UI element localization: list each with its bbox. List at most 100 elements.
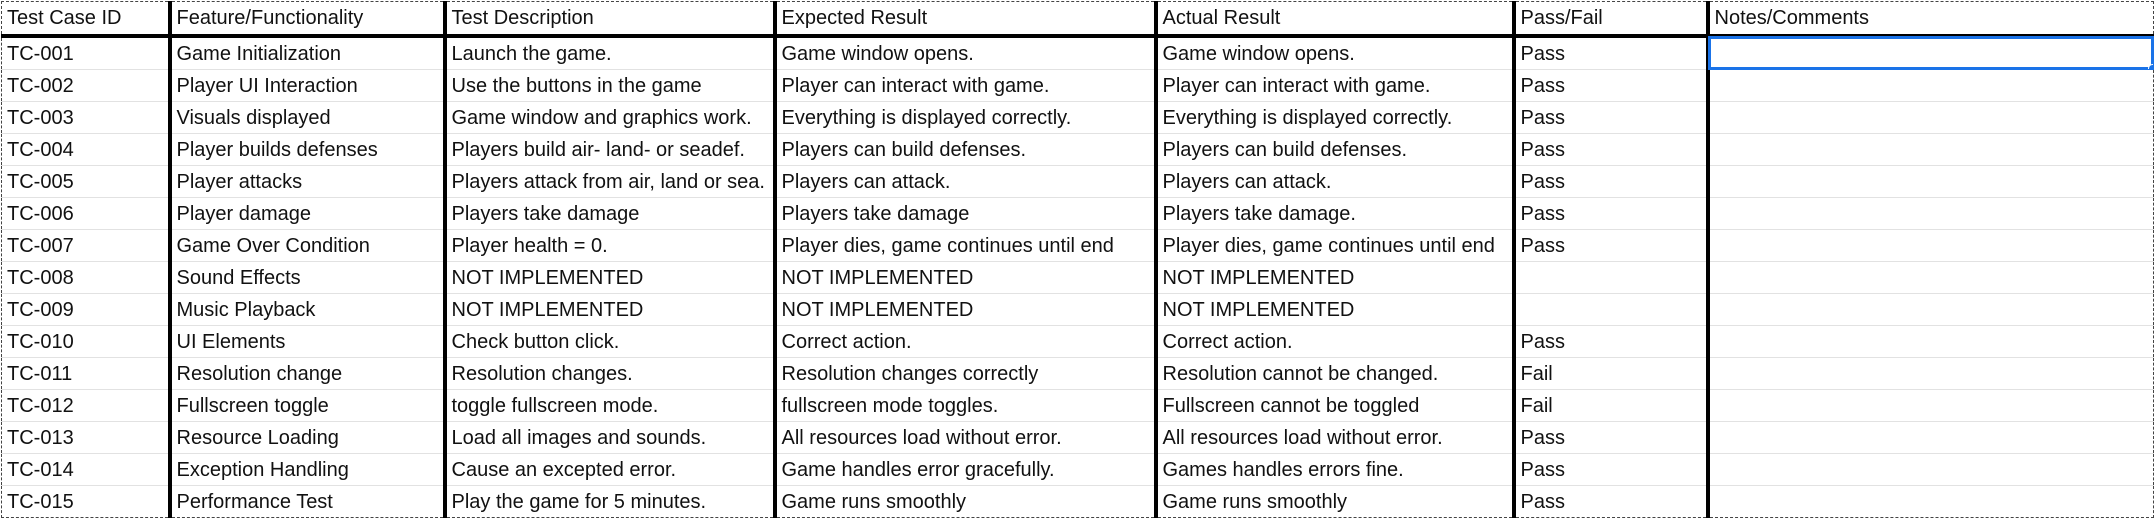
cell-pass-fail[interactable]: Pass: [1513, 165, 1710, 198]
cell-test-case-id[interactable]: TC-011: [1, 357, 172, 390]
cell-feature[interactable]: Visuals displayed: [169, 101, 447, 134]
column-header-feature[interactable]: Feature/Functionality: [169, 1, 447, 38]
cell-notes[interactable]: [1707, 69, 2154, 102]
cell-test-case-id[interactable]: TC-009: [1, 293, 172, 326]
cell-test-description[interactable]: Players attack from air, land or sea.: [444, 165, 777, 198]
cell-actual-result[interactable]: Correct action.: [1155, 325, 1516, 358]
cell-test-description[interactable]: Use the buttons in the game: [444, 69, 777, 102]
cell-feature[interactable]: Game Over Condition: [169, 229, 447, 262]
column-header-test-description[interactable]: Test Description: [444, 1, 777, 38]
cell-test-description[interactable]: Resolution changes.: [444, 357, 777, 390]
cell-test-case-id[interactable]: TC-010: [1, 325, 172, 358]
cell-expected-result[interactable]: Everything is displayed correctly.: [774, 101, 1158, 134]
cell-expected-result[interactable]: NOT IMPLEMENTED: [774, 261, 1158, 294]
cell-test-description[interactable]: Play the game for 5 minutes.: [444, 485, 777, 518]
cell-pass-fail[interactable]: Pass: [1513, 325, 1710, 358]
cell-feature[interactable]: UI Elements: [169, 325, 447, 358]
cell-actual-result[interactable]: Game window opens.: [1155, 36, 1516, 70]
cell-actual-result[interactable]: Players take damage.: [1155, 197, 1516, 230]
cell-test-case-id[interactable]: TC-012: [1, 389, 172, 422]
cell-notes[interactable]: [1707, 197, 2154, 230]
cell-expected-result[interactable]: Game window opens.: [774, 36, 1158, 70]
cell-actual-result[interactable]: Player dies, game continues until end: [1155, 229, 1516, 262]
cell-notes[interactable]: [1707, 453, 2154, 486]
cell-actual-result[interactable]: Game runs smoothly: [1155, 485, 1516, 518]
cell-test-description[interactable]: Players take damage: [444, 197, 777, 230]
cell-notes[interactable]: [1707, 229, 2154, 262]
cell-test-case-id[interactable]: TC-006: [1, 197, 172, 230]
cell-pass-fail[interactable]: Pass: [1513, 485, 1710, 518]
cell-notes[interactable]: [1707, 357, 2154, 390]
cell-test-description[interactable]: toggle fullscreen mode.: [444, 389, 777, 422]
cell-test-description[interactable]: NOT IMPLEMENTED: [444, 261, 777, 294]
cell-actual-result[interactable]: All resources load without error.: [1155, 421, 1516, 454]
cell-notes[interactable]: [1707, 389, 2154, 422]
cell-expected-result[interactable]: Player can interact with game.: [774, 69, 1158, 102]
cell-feature[interactable]: Player damage: [169, 197, 447, 230]
cell-pass-fail[interactable]: Fail: [1513, 357, 1710, 390]
cell-test-case-id[interactable]: TC-003: [1, 101, 172, 134]
cell-notes[interactable]: [1707, 36, 2154, 70]
cell-test-description[interactable]: Game window and graphics work.: [444, 101, 777, 134]
column-header-test-case-id[interactable]: Test Case ID: [1, 1, 172, 38]
cell-test-description[interactable]: Load all images and sounds.: [444, 421, 777, 454]
cell-notes[interactable]: [1707, 421, 2154, 454]
cell-expected-result[interactable]: Game handles error gracefully.: [774, 453, 1158, 486]
cell-notes[interactable]: [1707, 325, 2154, 358]
cell-notes[interactable]: [1707, 261, 2154, 294]
cell-notes[interactable]: [1707, 165, 2154, 198]
column-header-pass-fail[interactable]: Pass/Fail: [1513, 1, 1710, 38]
cell-expected-result[interactable]: NOT IMPLEMENTED: [774, 293, 1158, 326]
cell-test-description[interactable]: Check button click.: [444, 325, 777, 358]
cell-actual-result[interactable]: Players can attack.: [1155, 165, 1516, 198]
cell-feature[interactable]: Player attacks: [169, 165, 447, 198]
cell-notes[interactable]: [1707, 293, 2154, 326]
cell-test-case-id[interactable]: TC-013: [1, 421, 172, 454]
cell-pass-fail[interactable]: [1513, 293, 1710, 326]
cell-actual-result[interactable]: Games handles errors fine.: [1155, 453, 1516, 486]
cell-actual-result[interactable]: Everything is displayed correctly.: [1155, 101, 1516, 134]
cell-feature[interactable]: Performance Test: [169, 485, 447, 518]
cell-expected-result[interactable]: Correct action.: [774, 325, 1158, 358]
cell-feature[interactable]: Fullscreen toggle: [169, 389, 447, 422]
cell-actual-result[interactable]: NOT IMPLEMENTED: [1155, 293, 1516, 326]
cell-feature[interactable]: Sound Effects: [169, 261, 447, 294]
cell-expected-result[interactable]: Player dies, game continues until end: [774, 229, 1158, 262]
cell-test-case-id[interactable]: TC-004: [1, 133, 172, 166]
cell-notes[interactable]: [1707, 485, 2154, 518]
cell-pass-fail[interactable]: Pass: [1513, 133, 1710, 166]
cell-actual-result[interactable]: NOT IMPLEMENTED: [1155, 261, 1516, 294]
cell-test-case-id[interactable]: TC-007: [1, 229, 172, 262]
column-header-actual-result[interactable]: Actual Result: [1155, 1, 1516, 38]
cell-notes[interactable]: [1707, 133, 2154, 166]
cell-feature[interactable]: Player builds defenses: [169, 133, 447, 166]
cell-feature[interactable]: Player UI Interaction: [169, 69, 447, 102]
cell-test-description[interactable]: Player health = 0.: [444, 229, 777, 262]
cell-test-case-id[interactable]: TC-015: [1, 485, 172, 518]
cell-test-description[interactable]: Players build air- land- or seadef.: [444, 133, 777, 166]
cell-pass-fail[interactable]: Pass: [1513, 421, 1710, 454]
cell-expected-result[interactable]: Resolution changes correctly: [774, 357, 1158, 390]
column-header-expected-result[interactable]: Expected Result: [774, 1, 1158, 38]
cell-expected-result[interactable]: fullscreen mode toggles.: [774, 389, 1158, 422]
cell-test-description[interactable]: Launch the game.: [444, 36, 777, 70]
cell-pass-fail[interactable]: Fail: [1513, 389, 1710, 422]
cell-actual-result[interactable]: Fullscreen cannot be toggled: [1155, 389, 1516, 422]
cell-pass-fail[interactable]: Pass: [1513, 453, 1710, 486]
cell-actual-result[interactable]: Players can build defenses.: [1155, 133, 1516, 166]
cell-feature[interactable]: Resolution change: [169, 357, 447, 390]
cell-expected-result[interactable]: Players can build defenses.: [774, 133, 1158, 166]
cell-expected-result[interactable]: Players can attack.: [774, 165, 1158, 198]
cell-test-case-id[interactable]: TC-002: [1, 69, 172, 102]
column-header-notes[interactable]: Notes/Comments: [1707, 1, 2154, 38]
cell-pass-fail[interactable]: Pass: [1513, 229, 1710, 262]
cell-expected-result[interactable]: Players take damage: [774, 197, 1158, 230]
cell-test-case-id[interactable]: TC-001: [1, 36, 172, 70]
selection-fill-handle[interactable]: [2148, 64, 2153, 69]
cell-feature[interactable]: Exception Handling: [169, 453, 447, 486]
cell-expected-result[interactable]: All resources load without error.: [774, 421, 1158, 454]
cell-pass-fail[interactable]: Pass: [1513, 69, 1710, 102]
cell-pass-fail[interactable]: Pass: [1513, 197, 1710, 230]
cell-feature[interactable]: Music Playback: [169, 293, 447, 326]
cell-notes[interactable]: [1707, 101, 2154, 134]
